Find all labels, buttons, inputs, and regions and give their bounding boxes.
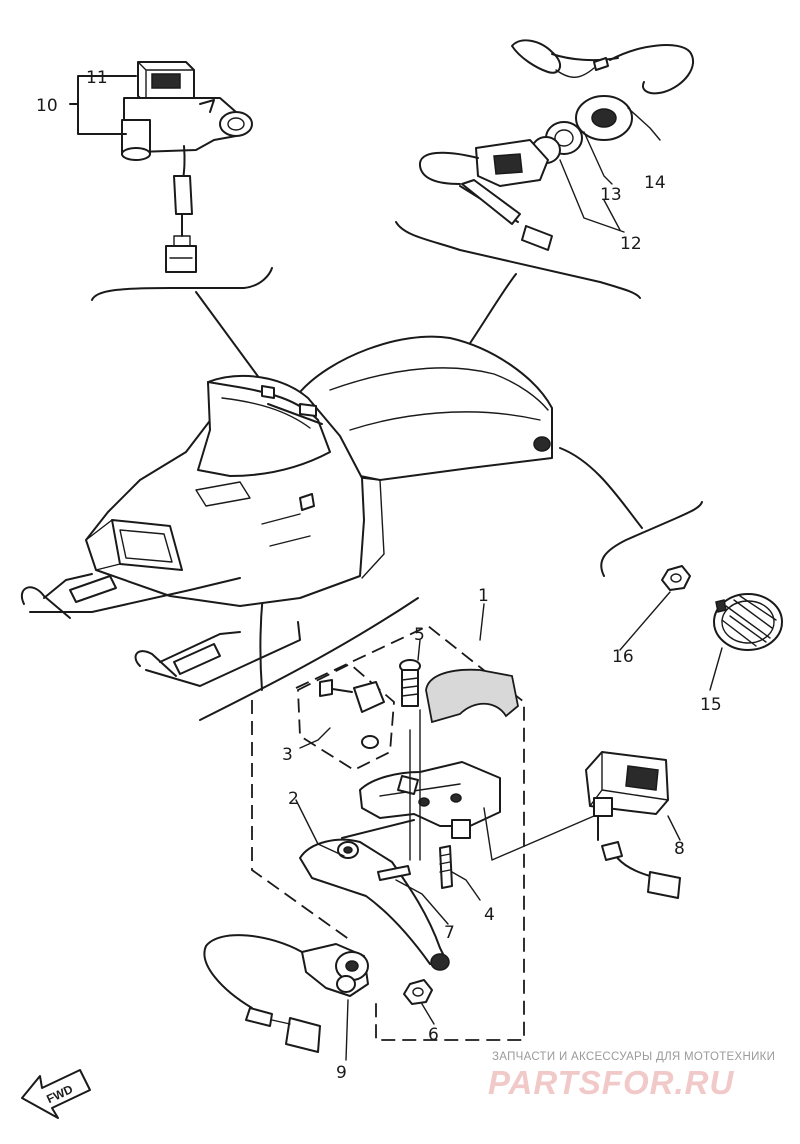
- callout-labels: 1 2 3 4 5 6 7 8 9 10 11 12 13 14 15 16: [36, 68, 722, 1083]
- watermark-brand: PARTSFOR.RU: [488, 1064, 734, 1101]
- bolt-5: [399, 659, 421, 707]
- callout-11: 11: [86, 68, 108, 88]
- callout-14: 14: [644, 173, 666, 193]
- lever-bracket: [359, 761, 501, 839]
- callout-10: 10: [36, 96, 58, 116]
- relay-assembly: [121, 61, 253, 273]
- callout-8: 8: [674, 839, 685, 859]
- callout-4: 4: [484, 905, 495, 925]
- watermark-tagline: ЗАПЧАСТИ И АКСЕССУАРЫ ДЛЯ МОТОТЕХНИКИ: [492, 1051, 775, 1063]
- bolt-4: [439, 845, 453, 889]
- callout-15: 15: [700, 695, 722, 715]
- snowmobile: [21, 335, 553, 687]
- callout-13: 13: [600, 185, 622, 205]
- callout-12: 12: [620, 234, 642, 254]
- callout-2: 2: [288, 789, 299, 809]
- adjuster-assembly: [319, 679, 385, 749]
- tail-lamp: [713, 593, 783, 651]
- callout-3: 3: [282, 745, 293, 765]
- switch-box-8: [585, 751, 681, 899]
- fwd-arrow-icon: FWD: [21, 1069, 91, 1119]
- nut-16: [661, 565, 691, 591]
- stop-switch: [203, 934, 369, 1053]
- callout-1: 1: [478, 586, 489, 606]
- brake-lever: [299, 819, 450, 971]
- callout-6: 6: [428, 1025, 439, 1045]
- main-switch-assembly: [418, 39, 694, 251]
- callout-5: 5: [414, 625, 425, 645]
- watermark: ЗАПЧАСТИ И АКСЕССУАРЫ ДЛЯ МОТОТЕХНИКИ PA…: [488, 1051, 775, 1101]
- callout-16: 16: [612, 647, 634, 667]
- callout-7: 7: [444, 923, 455, 943]
- nut-6: [403, 979, 433, 1005]
- callout-9: 9: [336, 1063, 347, 1083]
